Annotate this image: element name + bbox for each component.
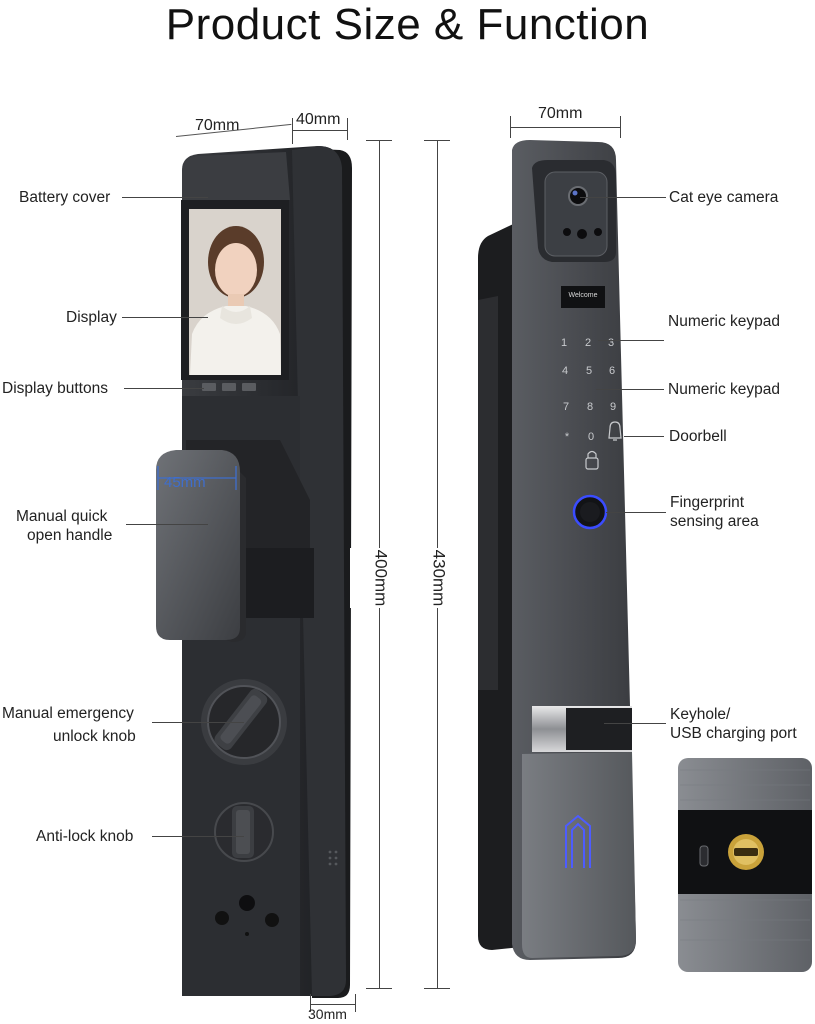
dimension-depth: 40mm [296,111,341,128]
label-keyhole-line1: Keyhole/ [670,706,731,723]
key[interactable]: 2 [585,337,591,349]
page-title: Product Size & Function [165,0,650,49]
label-anti-lock-knob: Anti-lock knob [36,828,134,845]
key[interactable]: 4 [562,365,568,377]
label-emergency-line2: unlock knob [53,728,136,745]
label-fingerprint-line1: Fingerprint [670,494,745,511]
dimension-height-body: 400mm [371,549,390,607]
label-numeric-keypad-2: Numeric keypad [668,381,780,398]
label-cat-eye-camera: Cat eye camera [669,189,779,206]
dimension-height-total: 430mm [429,549,448,607]
label-emergency-line1: Manual emergency [2,705,134,722]
label-display: Display [66,309,117,326]
welcome-text: Welcome [568,292,598,299]
dimension-handle: 45mm [164,474,206,491]
key[interactable]: 6 [609,365,615,377]
label-fingerprint-line2: sensing area [670,513,759,530]
key[interactable]: * [565,431,570,443]
bell-icon [608,421,622,441]
label-numeric-keypad-1: Numeric keypad [668,313,780,330]
label-display-buttons: Display buttons [2,380,108,397]
dimension-width-front: 70mm [195,117,240,134]
dimension-width-back: 70mm [538,105,583,122]
keypad: 1 2 3 4 5 6 7 8 9 * 0 [561,337,616,443]
label-battery-cover: Battery cover [19,189,111,206]
label-handle-line2: open handle [27,527,113,544]
key[interactable]: 9 [610,401,616,413]
key[interactable]: 0 [588,431,594,443]
key[interactable]: 7 [563,401,569,413]
label-doorbell: Doorbell [669,428,727,445]
padlock-icon [585,450,599,470]
label-handle-line1: Manual quick [16,508,108,525]
dimension-bottom: 30mm [308,1006,347,1022]
key[interactable]: 3 [608,337,614,349]
label-keyhole-line2: USB charging port [670,725,797,742]
key[interactable]: 8 [587,401,593,413]
key[interactable]: 5 [586,365,592,377]
key[interactable]: 1 [561,337,567,349]
